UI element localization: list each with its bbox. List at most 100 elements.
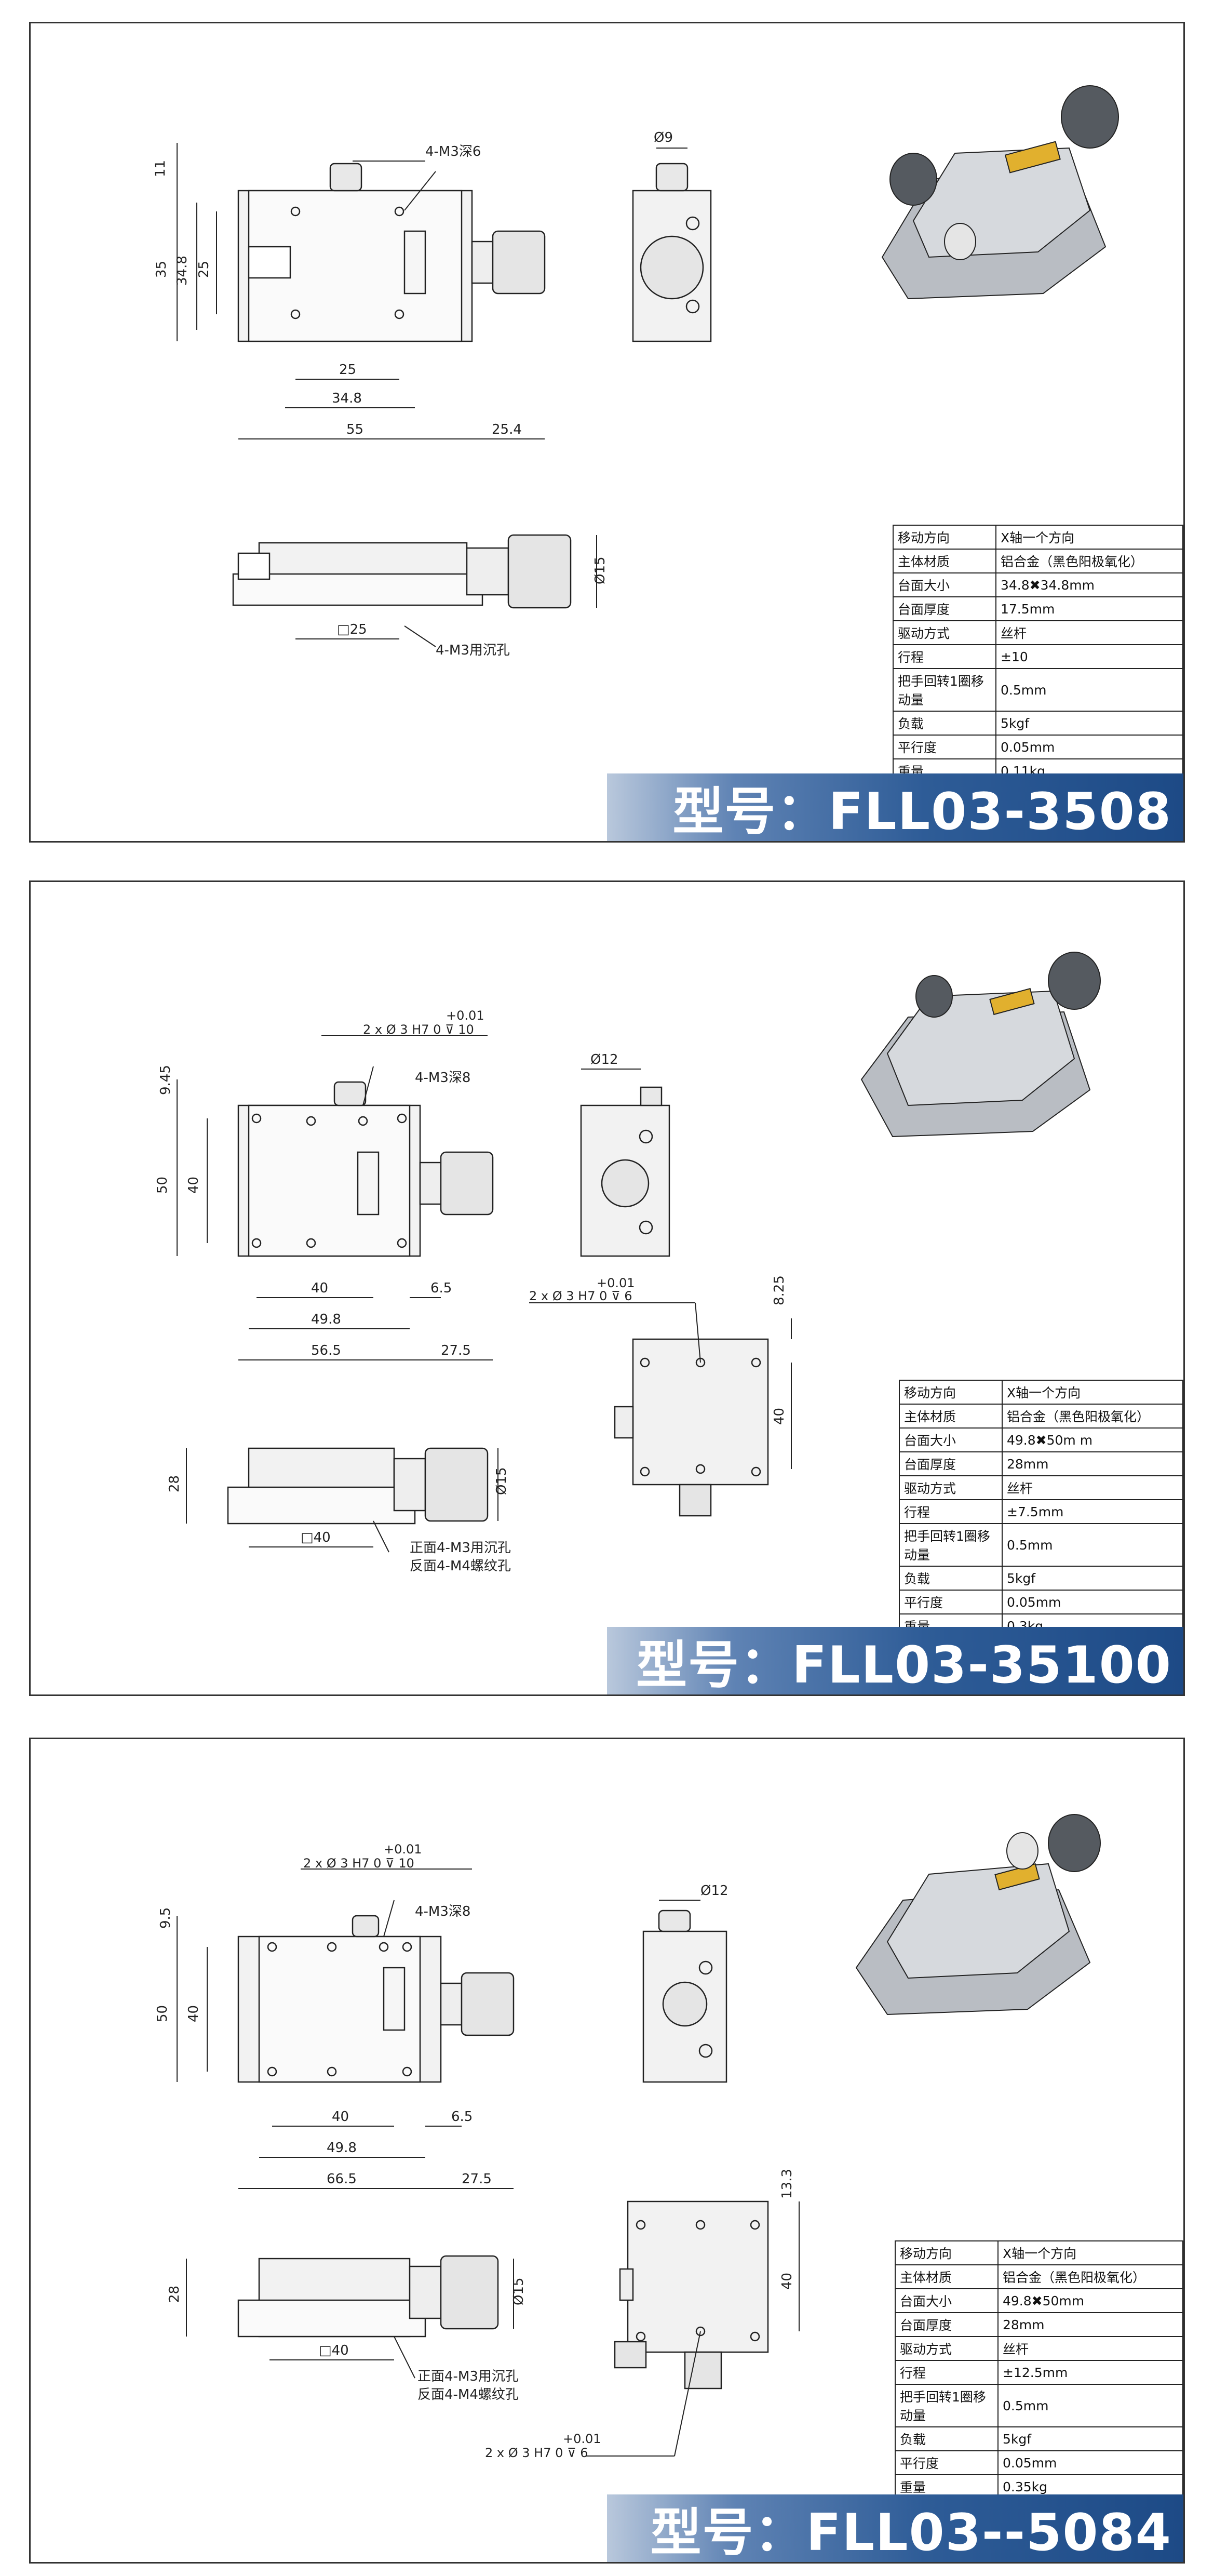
spec-key: 台面厚度 — [893, 596, 996, 621]
dim-34-8-v: 34.8 — [174, 256, 190, 286]
technical-drawing-3: 9.5 50 40 40 49.8 66.5 27.5 6.5 +0.01 2 … — [155, 1814, 1101, 2460]
dim-40-r: 40 — [772, 1408, 787, 1425]
dim-25-h: 25 — [339, 362, 356, 378]
spec-key: 移动方向 — [893, 525, 996, 550]
spec-value: 丝杆 — [997, 2336, 1183, 2361]
side-view — [580, 1069, 670, 1257]
dim-27-5: 27.5 — [462, 2171, 492, 2187]
spec-value: 0.05mm — [997, 2450, 1183, 2475]
hole-spec-1: 2 x Ø 3 H7 0 ⊽ 10 — [363, 1022, 474, 1037]
dim-56-5: 56.5 — [311, 1343, 341, 1358]
spec-row: 驱动方式丝杆 — [895, 2336, 1183, 2361]
dim-sq40: □40 — [319, 2343, 349, 2358]
hole-spec-1: 2 x Ø 3 H7 0 ⊽ 10 — [303, 1856, 414, 1871]
spec-value: 5kgf — [1002, 1566, 1183, 1591]
dim-13-3: 13.3 — [779, 2169, 795, 2199]
spec-value: 丝杆 — [1002, 1475, 1183, 1500]
spec-key: 负载 — [893, 711, 996, 736]
spec-value: 铝合金（黑色阳极氧化） — [995, 549, 1183, 573]
dim-40-v: 40 — [186, 1177, 201, 1194]
side-view — [642, 1900, 727, 2083]
spec-value: ±10 — [995, 644, 1183, 669]
model-title: 型号：FLL03-3508 — [672, 782, 1172, 842]
spec-value: 丝杆 — [995, 620, 1183, 645]
dim-25-v: 25 — [196, 261, 212, 278]
dim-49-8: 49.8 — [311, 1312, 341, 1327]
dim-phi15: Ø15 — [592, 556, 608, 584]
dim-50: 50 — [155, 2005, 170, 2022]
spec-row: 主体材质铝合金（黑色阳极氧化） — [893, 549, 1183, 573]
spec-key: 主体材质 — [895, 2264, 999, 2289]
spec-value: 铝合金（黑色阳极氧化） — [997, 2264, 1183, 2289]
spec-value: X轴一个方向 — [995, 525, 1183, 550]
technical-drawing-1: 11 35 34.8 25 25 34.8 55 25.4 4-M3深6 Ø9 — [153, 85, 1119, 658]
dim-40-h: 40 — [332, 2109, 349, 2125]
dim-phi12: Ø12 — [590, 1052, 618, 1067]
label-m3-deep: 4-M3深8 — [415, 1904, 470, 1919]
label-back-holes: 反面4-M4螺纹孔 — [410, 1558, 511, 1574]
bottom-view — [529, 1302, 792, 1517]
drawing-sheet-2: 9.45 50 40 40 49.8 56.5 27.5 6.5 +0.01 2… — [29, 880, 1185, 1696]
label-front-holes: 正面4-M3用沉孔 — [417, 2369, 519, 2384]
spec-key: 把手回转1圈移动量 — [899, 1523, 1003, 1567]
label-m3-sink: 4-M3用沉孔 — [436, 643, 510, 658]
spec-value: 0.05mm — [1002, 1590, 1183, 1614]
dim-phi9: Ø9 — [654, 130, 673, 145]
dim-28: 28 — [167, 2286, 182, 2303]
hole-spec-2: 2 x Ø 3 H7 0 ⊽ 6 — [529, 1289, 632, 1303]
dim-9-45: 9.45 — [158, 1065, 173, 1095]
dim-phi15: Ø15 — [511, 2277, 527, 2305]
spec-key: 台面大小 — [895, 2288, 999, 2313]
front-view — [186, 1447, 498, 1553]
dim-34-8-h: 34.8 — [332, 391, 362, 406]
spec-value: X轴一个方向 — [1002, 1380, 1183, 1405]
dim-11: 11 — [153, 160, 168, 177]
spec-key: 行程 — [899, 1499, 1003, 1524]
dim-phi12: Ø12 — [700, 1883, 729, 1899]
spec-value: 5kgf — [995, 711, 1183, 736]
top-view — [177, 143, 546, 439]
dim-phi15: Ø15 — [494, 1467, 509, 1495]
label-m3-deep: 4-M3深6 — [425, 144, 481, 159]
tol-1: +0.01 — [384, 1842, 422, 1857]
dim-55: 55 — [346, 422, 363, 437]
spec-value: 0.05mm — [995, 735, 1183, 759]
spec-value: 0.5mm — [995, 668, 1183, 712]
spec-value: X轴一个方向 — [997, 2240, 1183, 2265]
spec-row: 行程±12.5mm — [895, 2360, 1183, 2385]
dim-28: 28 — [167, 1475, 182, 1492]
spec-row: 驱动方式丝杆 — [893, 620, 1183, 645]
spec-value: ±7.5mm — [1002, 1499, 1183, 1524]
spec-value: 铝合金（黑色阳极氧化） — [1002, 1404, 1183, 1429]
dim-6-5: 6.5 — [430, 1280, 452, 1296]
dim-9-5: 9.5 — [158, 1907, 173, 1929]
spec-key: 行程 — [895, 2360, 999, 2385]
spec-value: 0.5mm — [997, 2384, 1183, 2427]
front-view — [232, 534, 597, 647]
spec-key: 把手回转1圈移动量 — [895, 2384, 999, 2427]
drawing-sheet-3: 9.5 50 40 40 49.8 66.5 27.5 6.5 +0.01 2 … — [29, 1738, 1185, 2564]
dim-sq25: □25 — [337, 622, 367, 637]
dim-6-5: 6.5 — [451, 2109, 473, 2125]
spec-key: 驱动方式 — [895, 2336, 999, 2361]
spec-key: 台面大小 — [899, 1427, 1003, 1452]
spec-key: 平行度 — [893, 735, 996, 759]
top-view — [177, 1035, 494, 1360]
spec-key: 台面厚度 — [899, 1451, 1003, 1476]
spec-key: 行程 — [893, 644, 996, 669]
tol-2: +0.01 — [563, 2432, 601, 2446]
